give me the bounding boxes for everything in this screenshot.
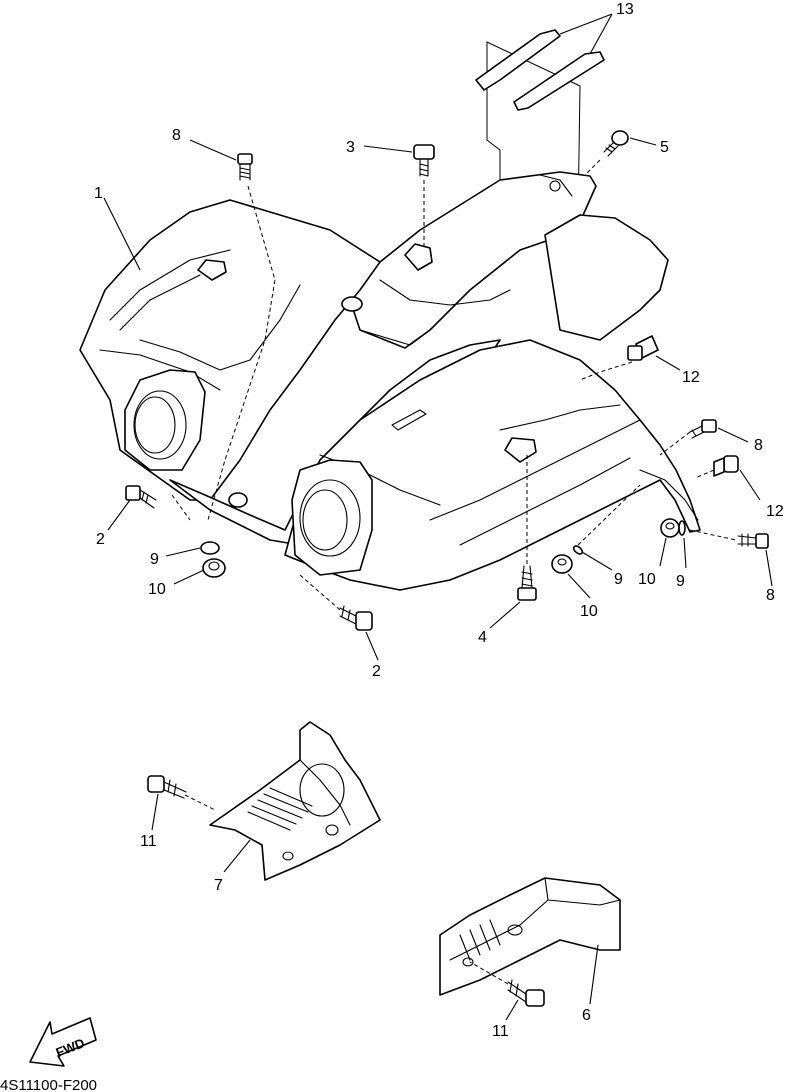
bolt-8-top bbox=[237, 153, 253, 181]
fwd-arrow-icon: FWD bbox=[29, 1017, 97, 1067]
callout-11-lower: 11 bbox=[492, 1023, 509, 1040]
callout-1: 1 bbox=[94, 185, 103, 202]
bolt-3 bbox=[413, 144, 435, 177]
fasteners bbox=[125, 130, 769, 1007]
callout-9-left: 9 bbox=[150, 551, 159, 568]
nut-10-center bbox=[551, 554, 573, 574]
bolt-8-right bbox=[689, 419, 717, 439]
drawing-code: 4S11100-F200 bbox=[0, 1077, 97, 1092]
callout-12-right: 12 bbox=[766, 503, 784, 520]
callout-8-top: 8 bbox=[172, 127, 181, 144]
assembly-lines bbox=[171, 159, 737, 985]
callout-11-upper: 11 bbox=[140, 833, 157, 850]
callout-9-center: 9 bbox=[614, 571, 623, 588]
part-13-trim-strips bbox=[475, 29, 605, 237]
callout-2-center: 2 bbox=[372, 663, 381, 680]
callout-6: 6 bbox=[582, 1007, 591, 1024]
callout-2-left: 2 bbox=[96, 531, 105, 548]
nut-10-right bbox=[660, 518, 680, 538]
callout-4: 4 bbox=[478, 629, 487, 646]
washer-9-right bbox=[678, 520, 686, 536]
callout-labels: 13 8 3 5 1 12 8 12 2 9 10 9 10 10 9 8 4 … bbox=[94, 1, 784, 1040]
part-7-guard-left bbox=[209, 721, 381, 881]
nut-10-left bbox=[202, 558, 226, 578]
callout-3: 3 bbox=[346, 139, 355, 156]
bolt-2-left bbox=[125, 485, 157, 509]
callout-7: 7 bbox=[214, 877, 223, 894]
rivet-12-right bbox=[713, 455, 739, 477]
callout-12-upper: 12 bbox=[682, 369, 700, 386]
screw-5 bbox=[603, 130, 629, 157]
callout-10-center: 10 bbox=[580, 603, 598, 620]
bolt-2-center bbox=[339, 605, 373, 631]
bolt-8-lower bbox=[737, 533, 769, 549]
callout-8-lower: 8 bbox=[766, 587, 775, 604]
rivet-12-upper bbox=[627, 335, 659, 361]
headlight-right bbox=[291, 459, 373, 576]
headlight-left bbox=[124, 369, 206, 471]
callout-13: 13 bbox=[616, 1, 634, 18]
part-1-front-fender bbox=[79, 171, 701, 591]
bolt-11-upper bbox=[147, 775, 187, 799]
bolt-11-lower bbox=[507, 979, 545, 1007]
callout-10-left: 10 bbox=[148, 581, 166, 598]
callout-10-right: 10 bbox=[638, 571, 656, 588]
washer-9-left bbox=[200, 541, 220, 555]
callout-8-right: 8 bbox=[754, 437, 763, 454]
leader-lines bbox=[103, 13, 773, 1021]
part-6-guard-right bbox=[439, 877, 621, 996]
callout-9-right: 9 bbox=[676, 573, 685, 590]
callout-5: 5 bbox=[660, 139, 669, 156]
screw-4 bbox=[517, 565, 537, 601]
washer-9-center bbox=[572, 545, 584, 555]
